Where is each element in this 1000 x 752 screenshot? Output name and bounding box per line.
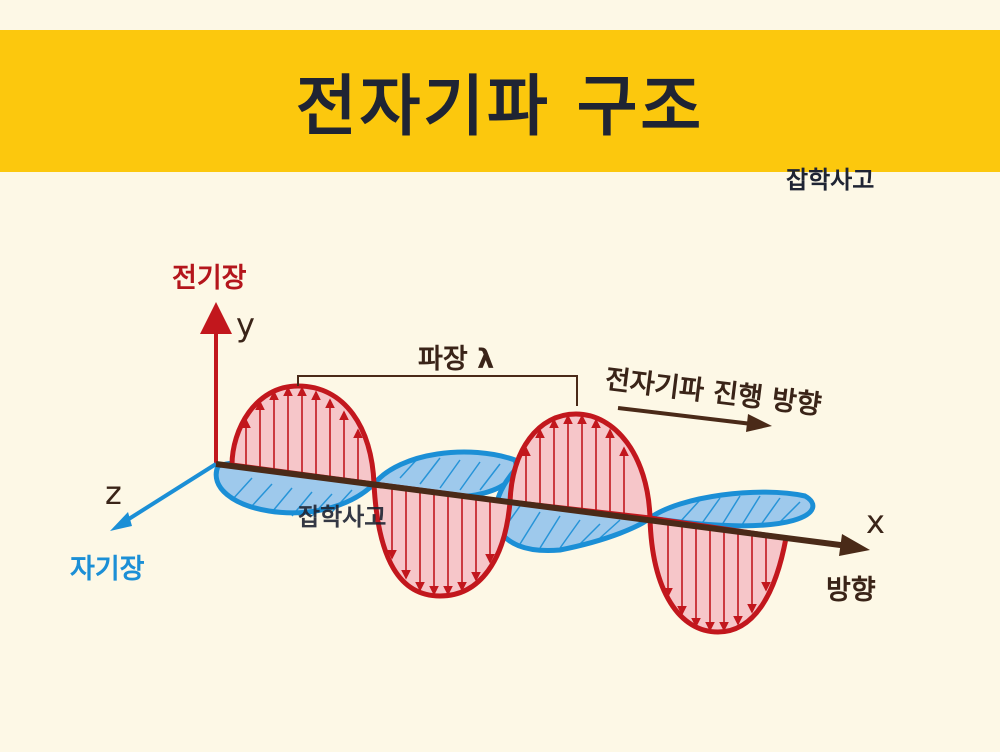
propagation-arrow [617,406,772,432]
y-axis-label: y [236,306,255,344]
watermark-logo-center: 잡학사고 [298,503,387,531]
x-axis-arrow [215,461,870,556]
z-axis-arrow [110,462,218,531]
magnetic-field-label: 자기장 [70,554,145,585]
z-axis-label: z [105,474,122,512]
electric-field-lobes [229,383,789,635]
x-axis-label: x [866,503,885,541]
watermark-logo-top: 잡학사고 [786,166,875,194]
electric-lobe-3 [507,411,653,521]
direction-label: 방향 [826,575,876,606]
page-title: 전자기파 구조 [295,68,705,145]
electric-field-label: 전기장 [172,263,247,294]
wavelength-bracket [297,375,578,406]
wavelength-label: 파장 λ [418,344,495,375]
title-banner: 전자기파 구조 [0,30,1000,172]
electric-lobe-1 [229,383,377,487]
